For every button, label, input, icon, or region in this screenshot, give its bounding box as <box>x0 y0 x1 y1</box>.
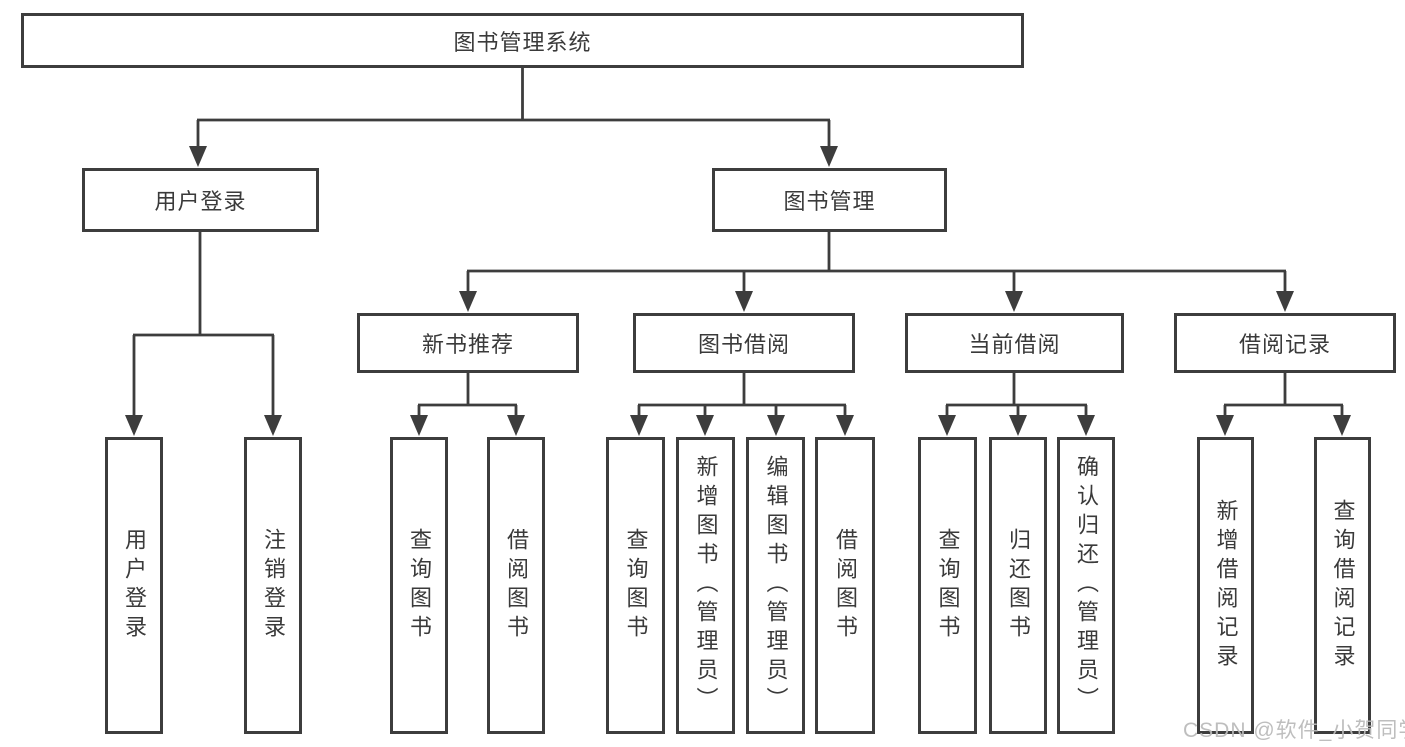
arrowhead-icon <box>630 415 648 436</box>
leaf-query-books-current-label: 查询图书 <box>935 527 961 644</box>
node-user-login-branch-label: 用户登录 <box>154 189 247 214</box>
arrowhead-icon <box>410 415 428 436</box>
arrowhead-icon <box>1216 415 1234 436</box>
arrowhead-icon <box>767 415 785 436</box>
leaf-return-books: 归还图书 <box>989 437 1047 734</box>
leaf-add-book-admin: 新增图书（管理员） <box>676 437 735 734</box>
leaf-confirm-return-admin-label: 确认归还（管理员） <box>1074 455 1099 716</box>
leaf-user-login: 用户登录 <box>105 437 163 734</box>
node-new-book-recommend-label: 新书推荐 <box>421 332 514 357</box>
leaf-borrow-books-borrowing-label: 借阅图书 <box>833 527 858 644</box>
watermark-text: CSDN @软件_小贺同学 <box>1183 719 1405 742</box>
leaf-add-book-admin-label: 新增图书（管理员） <box>693 455 719 716</box>
node-current-borrowing: 当前借阅 <box>905 313 1124 373</box>
node-library-management-system: 图书管理系统 <box>21 13 1024 68</box>
node-borrowing-records: 借阅记录 <box>1174 313 1396 373</box>
leaf-query-books-recommend: 查询图书 <box>390 437 448 734</box>
leaf-borrow-books-recommend-label: 借阅图书 <box>504 527 529 644</box>
arrowhead-icon <box>189 146 207 167</box>
node-current-borrowing-label: 当前借阅 <box>968 332 1061 357</box>
arrowhead-icon <box>735 291 753 312</box>
leaf-edit-book-admin-label: 编辑图书（管理员） <box>763 455 789 716</box>
node-user-login-branch: 用户登录 <box>82 168 319 232</box>
leaf-add-borrow-record-label: 新增借阅记录 <box>1213 498 1239 673</box>
arrowhead-icon <box>696 415 714 436</box>
arrowhead-icon <box>1333 415 1351 436</box>
node-book-management-label: 图书管理 <box>783 189 876 214</box>
arrowhead-icon <box>1009 415 1027 436</box>
arrowhead-icon <box>1276 291 1294 312</box>
arrowhead-icon <box>938 415 956 436</box>
node-new-book-recommend: 新书推荐 <box>357 313 579 373</box>
watermark: CSDN @软件_小贺同学 <box>1183 714 1405 744</box>
leaf-logout: 注销登录 <box>244 437 302 734</box>
arrowhead-icon <box>1005 291 1023 312</box>
arrowhead-icon <box>836 415 854 436</box>
leaf-query-books-borrowing-label: 查询图书 <box>623 527 649 644</box>
arrowhead-icon <box>264 415 282 436</box>
arrowhead-icon <box>820 146 838 167</box>
leaf-confirm-return-admin: 确认归还（管理员） <box>1057 437 1115 734</box>
leaf-logout-label: 注销登录 <box>261 527 286 644</box>
leaf-query-books-recommend-label: 查询图书 <box>407 527 432 644</box>
leaf-return-books-label: 归还图书 <box>1006 527 1031 644</box>
node-book-management: 图书管理 <box>712 168 947 232</box>
leaf-edit-book-admin: 编辑图书（管理员） <box>746 437 805 734</box>
node-book-borrowing-label: 图书借阅 <box>697 332 790 357</box>
leaf-add-borrow-record: 新增借阅记录 <box>1197 437 1254 734</box>
leaf-borrow-books-borrowing: 借阅图书 <box>815 437 875 734</box>
node-book-borrowing: 图书借阅 <box>633 313 855 373</box>
leaf-query-borrow-record-label: 查询借阅记录 <box>1330 498 1356 673</box>
leaf-user-login-label: 用户登录 <box>122 527 147 644</box>
leaf-borrow-books-recommend: 借阅图书 <box>487 437 545 734</box>
arrowhead-icon <box>507 415 525 436</box>
arrowhead-icon <box>1077 415 1095 436</box>
arrowhead-icon <box>125 415 143 436</box>
node-library-management-system-label: 图书管理系统 <box>453 29 592 55</box>
leaf-query-books-current: 查询图书 <box>918 437 977 734</box>
leaf-query-books-borrowing: 查询图书 <box>606 437 665 734</box>
leaf-query-borrow-record: 查询借阅记录 <box>1314 437 1371 734</box>
arrowhead-icon <box>459 291 477 312</box>
node-borrowing-records-label: 借阅记录 <box>1238 332 1331 357</box>
